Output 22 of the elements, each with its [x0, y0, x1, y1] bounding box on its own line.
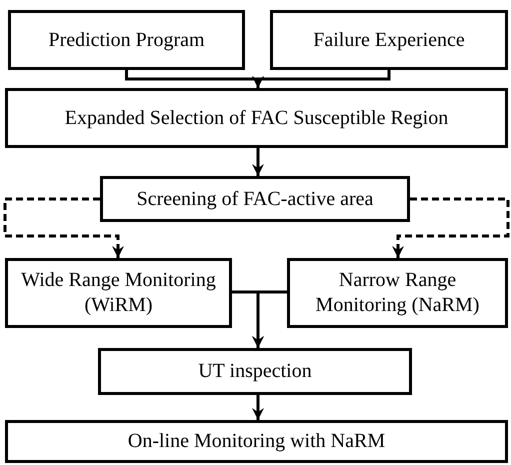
process-box: [5, 420, 508, 463]
box-label: Failure Experience: [312, 28, 466, 52]
box-label: Narrow Range Monitoring (NaRM): [314, 268, 480, 318]
box-label: Wide Range Monitoring (WiRM): [20, 268, 217, 318]
box-label: Prediction Program: [47, 28, 206, 52]
box-label: On-line Monitoring with NaRM: [126, 429, 386, 454]
process-box: [270, 10, 508, 70]
process-box: [287, 258, 508, 328]
arrow: [392, 198, 510, 258]
arrow: [252, 290, 287, 348]
box-label: Expanded Selection of FAC Susceptible Region: [64, 106, 450, 130]
arrow: [252, 395, 264, 420]
box-label: Screening of FAC-active area: [136, 186, 374, 212]
box-label: UT inspection: [197, 359, 313, 384]
process-box: [5, 258, 232, 328]
arrow: [252, 148, 264, 176]
arrow: [4, 198, 124, 258]
process-box: [98, 348, 412, 395]
process-box: [100, 176, 410, 222]
arrow: [252, 70, 390, 88]
process-box: [5, 88, 508, 148]
process-box: [8, 10, 245, 70]
